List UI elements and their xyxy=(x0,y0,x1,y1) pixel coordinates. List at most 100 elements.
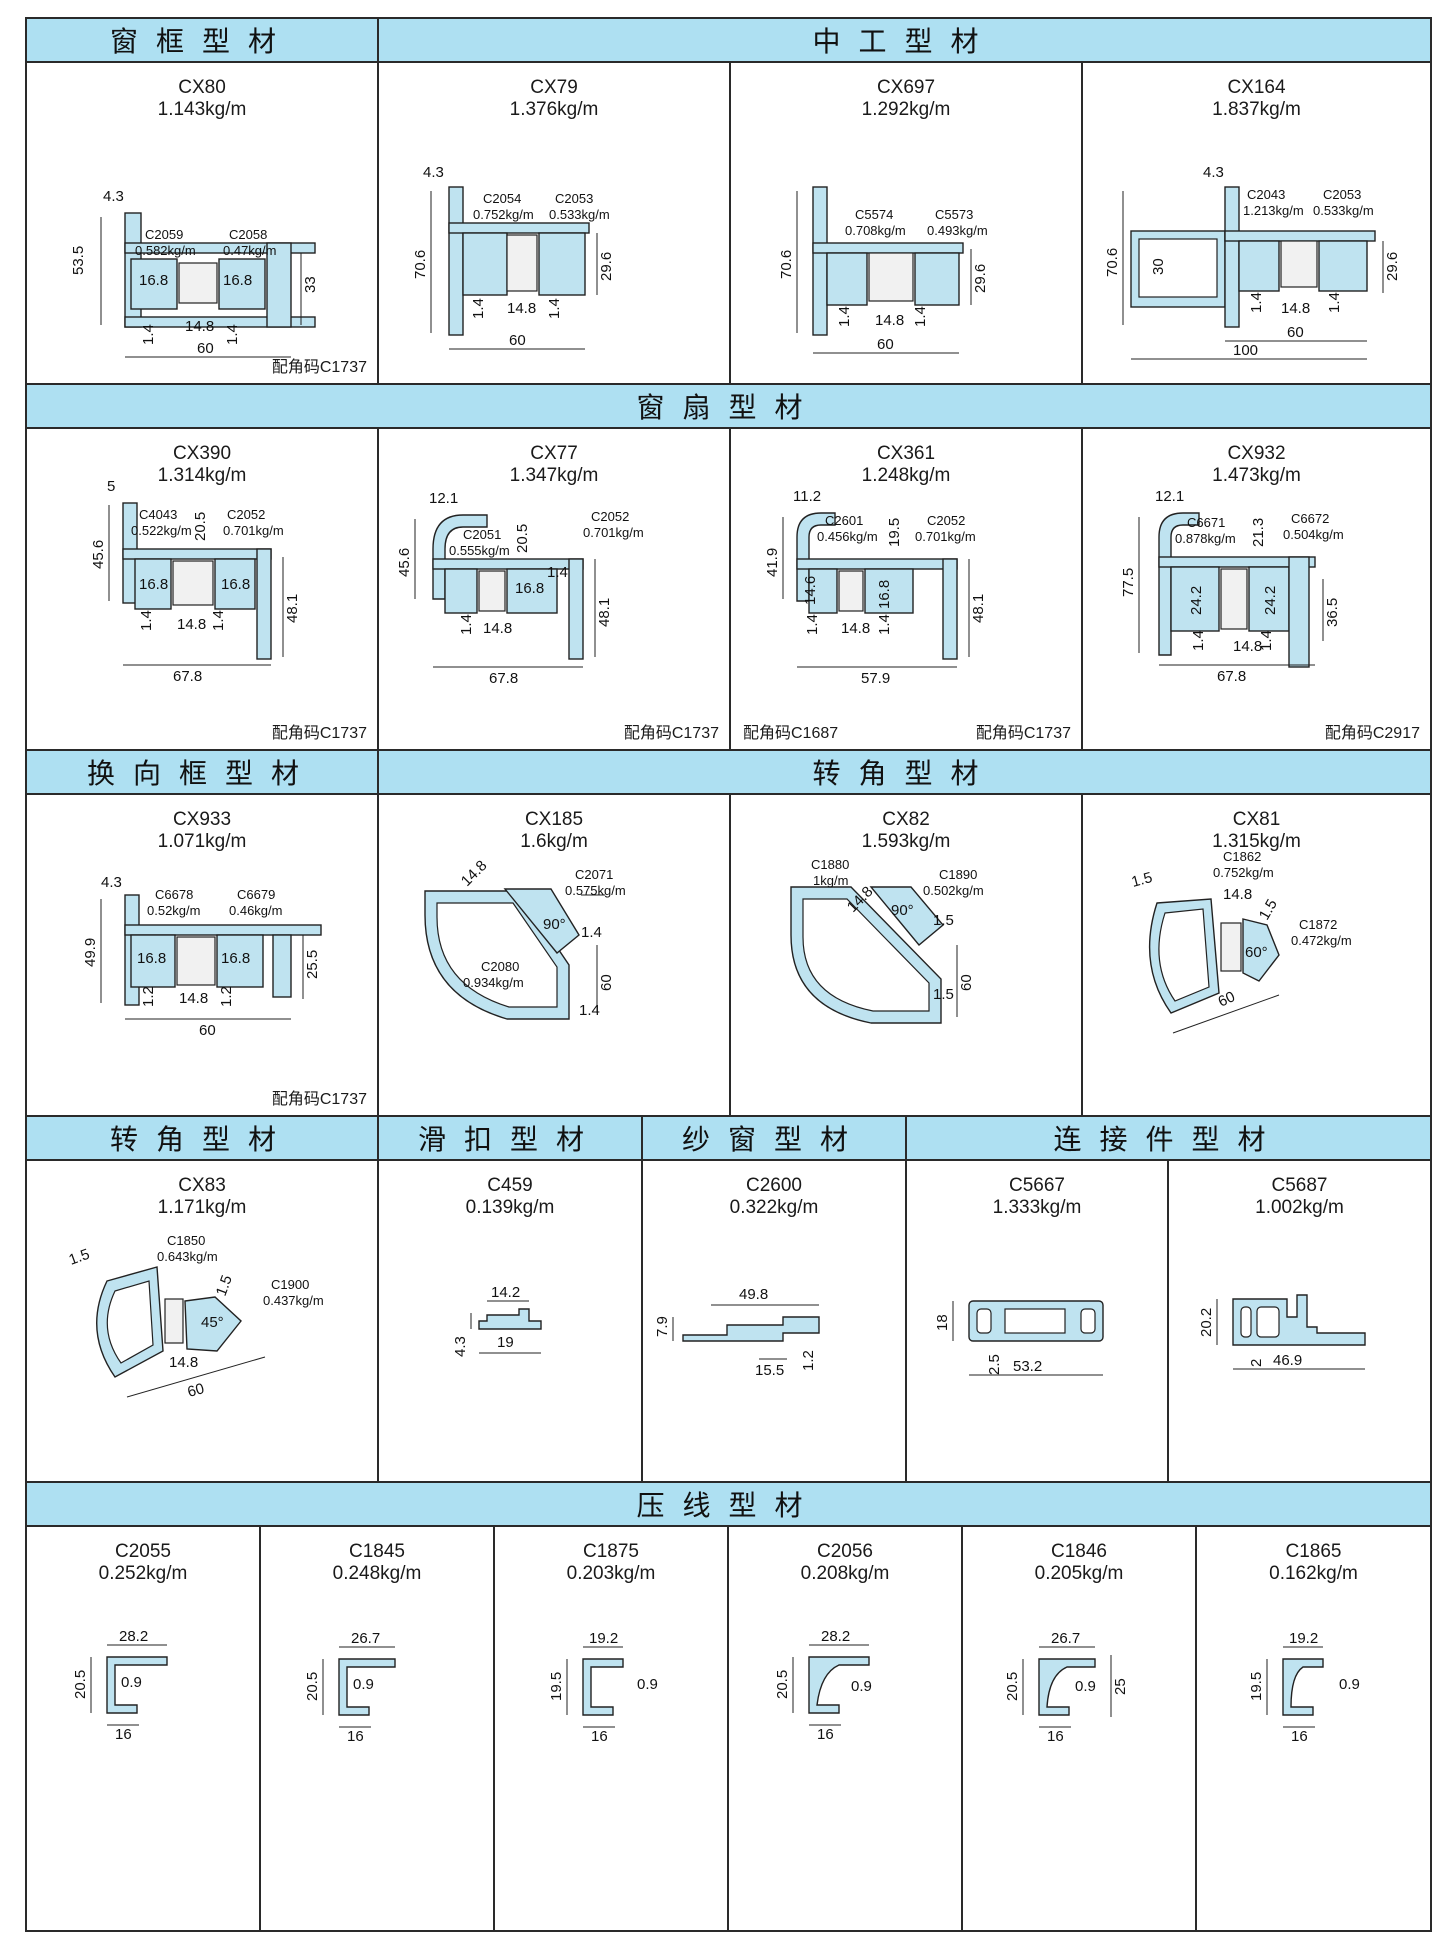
profile-code: CX361 xyxy=(876,443,936,464)
profile-cx933[interactable]: CX933 1.071kg/m 4.3 49.9 C6678 0.52kg/m … xyxy=(27,795,379,1115)
strip-weight: 0.456kg/m xyxy=(817,529,878,544)
dim-label: 1.4 xyxy=(470,298,487,319)
dim-label: 24.2 xyxy=(1188,586,1205,615)
profile-drawing: C1880 1kg/m 14.8 C1890 0.502kg/m 90° 1.5… xyxy=(790,857,984,1024)
dim-label: 45.6 xyxy=(90,540,107,569)
dim-label: 14.8 xyxy=(177,616,206,633)
profile-drawing: 20.2 2 46.9 xyxy=(1198,1294,1366,1370)
profile-cx82[interactable]: CX82 1.593kg/m C1880 1kg/m 14.8 C1890 0.… xyxy=(731,795,1083,1115)
dim-label: 16 xyxy=(1291,1728,1308,1745)
profile-c2055[interactable]: C2055 0.252kg/m 28.2 20.5 0.9 16 xyxy=(27,1527,261,1930)
profile-c1875[interactable]: C1875 0.203kg/m 19.2 19.5 0.9 16 xyxy=(495,1527,729,1930)
strip-weight: 0.582kg/m xyxy=(135,243,196,258)
dim-label: 70.6 xyxy=(778,250,795,279)
dim-label: 4.3 xyxy=(452,1336,469,1357)
dim-label: 19 xyxy=(497,1334,514,1351)
strip-code: C2601 xyxy=(825,513,863,528)
profile-cx80[interactable]: CX80 1.143kg/m 4.3 53.5 C2059 0.582kg/m … xyxy=(27,63,379,383)
strip-code: C6679 xyxy=(237,887,275,902)
angle-label: 90° xyxy=(543,916,566,933)
profile-c1846[interactable]: C1846 0.205kg/m 26.7 20.5 0.9 25 16 xyxy=(963,1527,1197,1930)
dim-label: 14.8 xyxy=(841,620,870,637)
profile-drawing: 11.2 41.9 C2601 0.456kg/m 19.5 C2052 0.7… xyxy=(764,488,987,687)
strip-code: C2059 xyxy=(145,227,183,242)
corner-code-note: 配角码C1737 xyxy=(623,725,719,742)
dim-label: 20.5 xyxy=(192,512,209,541)
strip-weight: 1.213kg/m xyxy=(1243,203,1304,218)
dim-label: 53.5 xyxy=(70,246,87,275)
dim-label: 0.9 xyxy=(1339,1676,1360,1693)
dim-label: 5 xyxy=(107,478,115,495)
section-title-mullion: 中工型材 xyxy=(379,19,1430,61)
row-corner: CX933 1.071kg/m 4.3 49.9 C6678 0.52kg/m … xyxy=(27,795,1430,1117)
header-band-5: 压线型材 xyxy=(27,1483,1430,1527)
profile-code: C1875 xyxy=(583,1541,639,1562)
strip-code: C2053 xyxy=(555,191,593,206)
dim-label: 1.4 xyxy=(579,1002,600,1019)
dim-label: 16.8 xyxy=(139,576,168,593)
profile-cx77[interactable]: CX77 1.347kg/m 12.1 45.6 C2051 0.555kg/m… xyxy=(379,429,731,749)
dim-label: 16 xyxy=(591,1728,608,1745)
profile-cx81[interactable]: CX81 1.315kg/m 1.5 C1862 0.752kg/m 14.8 … xyxy=(1083,795,1430,1115)
dim-label: 41.9 xyxy=(764,548,781,577)
strip-weight: 0.555kg/m xyxy=(449,543,510,558)
dim-label: 19.5 xyxy=(1248,1672,1265,1701)
dim-label: 1.4 xyxy=(224,324,241,345)
profile-drawing: 28.2 20.5 0.9 16 xyxy=(72,1628,168,1743)
dim-label: 14.8 xyxy=(483,620,512,637)
profile-drawing: 70.6 C5574 0.708kg/m C5573 0.493kg/m 29.… xyxy=(778,186,989,354)
profile-cx185[interactable]: CX185 1.6kg/m 14.8 C2071 0.575kg/m 90° 1… xyxy=(379,795,731,1115)
profile-c2056[interactable]: C2056 0.208kg/m 28.2 20.5 0.9 16 xyxy=(729,1527,963,1930)
profile-weight: 0.203kg/m xyxy=(566,1563,656,1584)
dim-label: 11.2 xyxy=(793,488,821,505)
profile-cx390[interactable]: CX390 1.314kg/m 5 45.6 C4043 0.522kg/m 2… xyxy=(27,429,379,749)
profile-cx361[interactable]: CX361 1.248kg/m 11.2 41.9 C2601 0.456kg/… xyxy=(731,429,1083,749)
profile-cx932[interactable]: CX932 1.473kg/m 12.1 77.5 C6671 0.878kg/… xyxy=(1083,429,1430,749)
profile-c5687[interactable]: C5687 1.002kg/m 20.2 2 46.9 xyxy=(1169,1161,1430,1481)
strip-weight: 0.701kg/m xyxy=(583,525,644,540)
profile-code: C459 xyxy=(487,1175,533,1196)
strip-weight: 0.472kg/m xyxy=(1291,933,1352,948)
dim-label: 57.9 xyxy=(861,670,890,687)
dim-label: 20.5 xyxy=(304,1672,321,1701)
profile-c459[interactable]: C459 0.139kg/m 14.2 4.3 19 xyxy=(379,1161,643,1481)
profile-c1845[interactable]: C1845 0.248kg/m 26.7 20.5 0.9 16 xyxy=(261,1527,495,1930)
profile-weight: 1.333kg/m xyxy=(992,1197,1082,1218)
strip-weight: 0.575kg/m xyxy=(565,883,626,898)
profile-cx83[interactable]: CX83 1.171kg/m 1.5 C1850 0.643kg/m 1.5 C… xyxy=(27,1161,379,1481)
profile-drawing: 14.2 4.3 19 xyxy=(452,1284,542,1357)
dim-label: 60 xyxy=(1287,324,1304,341)
profile-code: C2056 xyxy=(817,1541,873,1562)
dim-label: 1.2 xyxy=(140,986,157,1007)
profile-cx164[interactable]: CX164 1.837kg/m 4.3 70.6 30 C2043 1.213k… xyxy=(1083,63,1430,383)
strip-code: C6672 xyxy=(1291,511,1329,526)
dim-label: 14.8 xyxy=(1223,886,1252,903)
strip-code: C2080 xyxy=(481,959,519,974)
profile-c2600[interactable]: C2600 0.322kg/m 49.8 7.9 15.5 1.2 xyxy=(643,1161,907,1481)
profile-weight: 0.208kg/m xyxy=(800,1563,890,1584)
profile-drawing: 5 45.6 C4043 0.522kg/m 20.5 C2052 0.701k… xyxy=(90,478,301,685)
dim-label: 12.1 xyxy=(1155,488,1184,505)
dim-label: 20.5 xyxy=(1004,1672,1021,1701)
strip-weight: 0.878kg/m xyxy=(1175,531,1236,546)
profile-weight: 1.593kg/m xyxy=(861,831,951,852)
angle-label: 60° xyxy=(1245,944,1268,961)
profile-cx697[interactable]: CX697 1.292kg/m 70.6 C5574 0.708kg/m C55… xyxy=(731,63,1083,383)
profile-code: CX933 xyxy=(172,809,232,830)
profile-weight: 1.315kg/m xyxy=(1212,831,1301,852)
profile-cx79[interactable]: CX79 1.376kg/m 4.3 70.6 C2054 0.752kg/m … xyxy=(379,63,731,383)
strip-weight: 0.504kg/m xyxy=(1283,527,1344,542)
row-glazing-bead: C2055 0.252kg/m 28.2 20.5 0.9 16 C1845 0… xyxy=(27,1527,1430,1930)
dim-label: 1.4 xyxy=(581,924,602,941)
dim-label: 1.4 xyxy=(1258,630,1275,651)
dim-label: 16 xyxy=(817,1726,834,1743)
profile-c1865[interactable]: C1865 0.162kg/m 19.2 19.5 0.9 16 xyxy=(1197,1527,1430,1930)
profile-c5667[interactable]: C5667 1.333kg/m 18 2.5 53.2 xyxy=(907,1161,1169,1481)
dim-label: 60 xyxy=(509,332,526,349)
dim-label: 20.5 xyxy=(774,1670,791,1699)
dim-label: 1.5 xyxy=(933,912,954,929)
dim-label: 2 xyxy=(1248,1359,1265,1367)
dim-label: 19.2 xyxy=(589,1630,618,1647)
profile-weight: 0.139kg/m xyxy=(465,1197,555,1218)
dim-label: 16.8 xyxy=(221,576,250,593)
